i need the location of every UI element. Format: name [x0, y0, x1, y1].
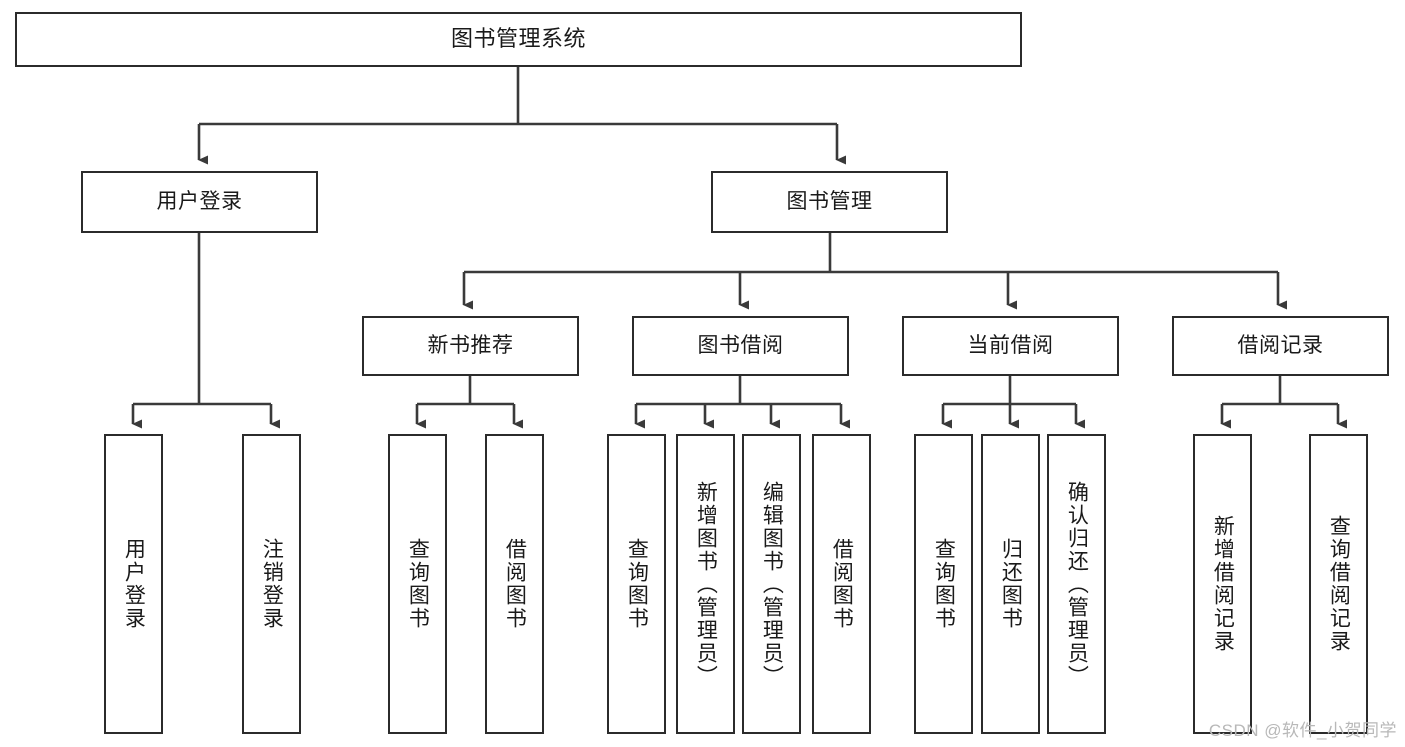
node-book-manage[interactable]: 图书管理 [711, 171, 948, 233]
watermark-text: CSDN @软件_小贺同学 [1208, 721, 1397, 740]
connector-group-current-borrow [941, 376, 1085, 429]
leaf-query-book-2-label: 查询图书 [625, 538, 649, 630]
leaf-query-book-2[interactable]: 查询图书 [607, 434, 666, 734]
leaf-borrow-book-1[interactable]: 借阅图书 [485, 434, 544, 734]
node-current-borrow-label: 当前借阅 [967, 334, 1054, 358]
node-user-login-label: 用户登录 [156, 190, 243, 214]
node-book-manage-label: 图书管理 [786, 190, 873, 214]
leaf-query-record-label: 查询借阅记录 [1327, 515, 1351, 653]
leaf-logout-login-label: 注销登录 [260, 538, 284, 630]
leaf-query-book-3-label: 查询图书 [932, 538, 956, 630]
leaf-borrow-book-1-label: 借阅图书 [503, 538, 527, 630]
connector-group-borrow-record [1220, 376, 1347, 429]
leaf-borrow-book-2[interactable]: 借阅图书 [812, 434, 871, 734]
node-root[interactable]: 图书管理系统 [15, 12, 1022, 67]
node-borrow-record[interactable]: 借阅记录 [1172, 316, 1389, 376]
leaf-query-record[interactable]: 查询借阅记录 [1309, 434, 1368, 734]
leaf-add-record-label: 新增借阅记录 [1211, 515, 1235, 653]
leaf-return-book-label: 归还图书 [999, 538, 1023, 630]
leaf-add-book[interactable]: 新增图书（管理员） [676, 434, 735, 734]
leaf-confirm-return-label: 确认归还（管理员） [1065, 480, 1089, 688]
connector-group-book-manage [462, 233, 1287, 310]
leaf-borrow-book-2-label: 借阅图书 [830, 538, 854, 630]
leaf-add-record[interactable]: 新增借阅记录 [1193, 434, 1252, 734]
leaf-query-book-1-label: 查询图书 [406, 538, 430, 630]
node-book-borrow-label: 图书借阅 [697, 334, 784, 358]
node-new-book-recommend[interactable]: 新书推荐 [362, 316, 579, 376]
leaf-edit-book-label: 编辑图书（管理员） [760, 480, 784, 688]
node-new-book-recommend-label: 新书推荐 [427, 334, 514, 358]
node-borrow-record-label: 借阅记录 [1237, 334, 1324, 358]
leaf-user-login-label: 用户登录 [122, 538, 146, 630]
connector-group-book-borrow [634, 376, 850, 429]
leaf-edit-book[interactable]: 编辑图书（管理员） [742, 434, 801, 734]
node-user-login[interactable]: 用户登录 [81, 171, 318, 233]
connector-group-new-book [415, 376, 523, 429]
leaf-query-book-1[interactable]: 查询图书 [388, 434, 447, 734]
node-root-label: 图书管理系统 [450, 26, 586, 52]
connector-group-root [197, 67, 846, 165]
node-book-borrow[interactable]: 图书借阅 [632, 316, 849, 376]
connector-group-user-login [131, 233, 280, 429]
leaf-logout-login[interactable]: 注销登录 [242, 434, 301, 734]
leaf-add-book-label: 新增图书（管理员） [694, 480, 718, 688]
leaf-user-login[interactable]: 用户登录 [104, 434, 163, 734]
node-current-borrow[interactable]: 当前借阅 [902, 316, 1119, 376]
leaf-query-book-3[interactable]: 查询图书 [914, 434, 973, 734]
leaf-return-book[interactable]: 归还图书 [981, 434, 1040, 734]
leaf-confirm-return[interactable]: 确认归还（管理员） [1047, 434, 1106, 734]
